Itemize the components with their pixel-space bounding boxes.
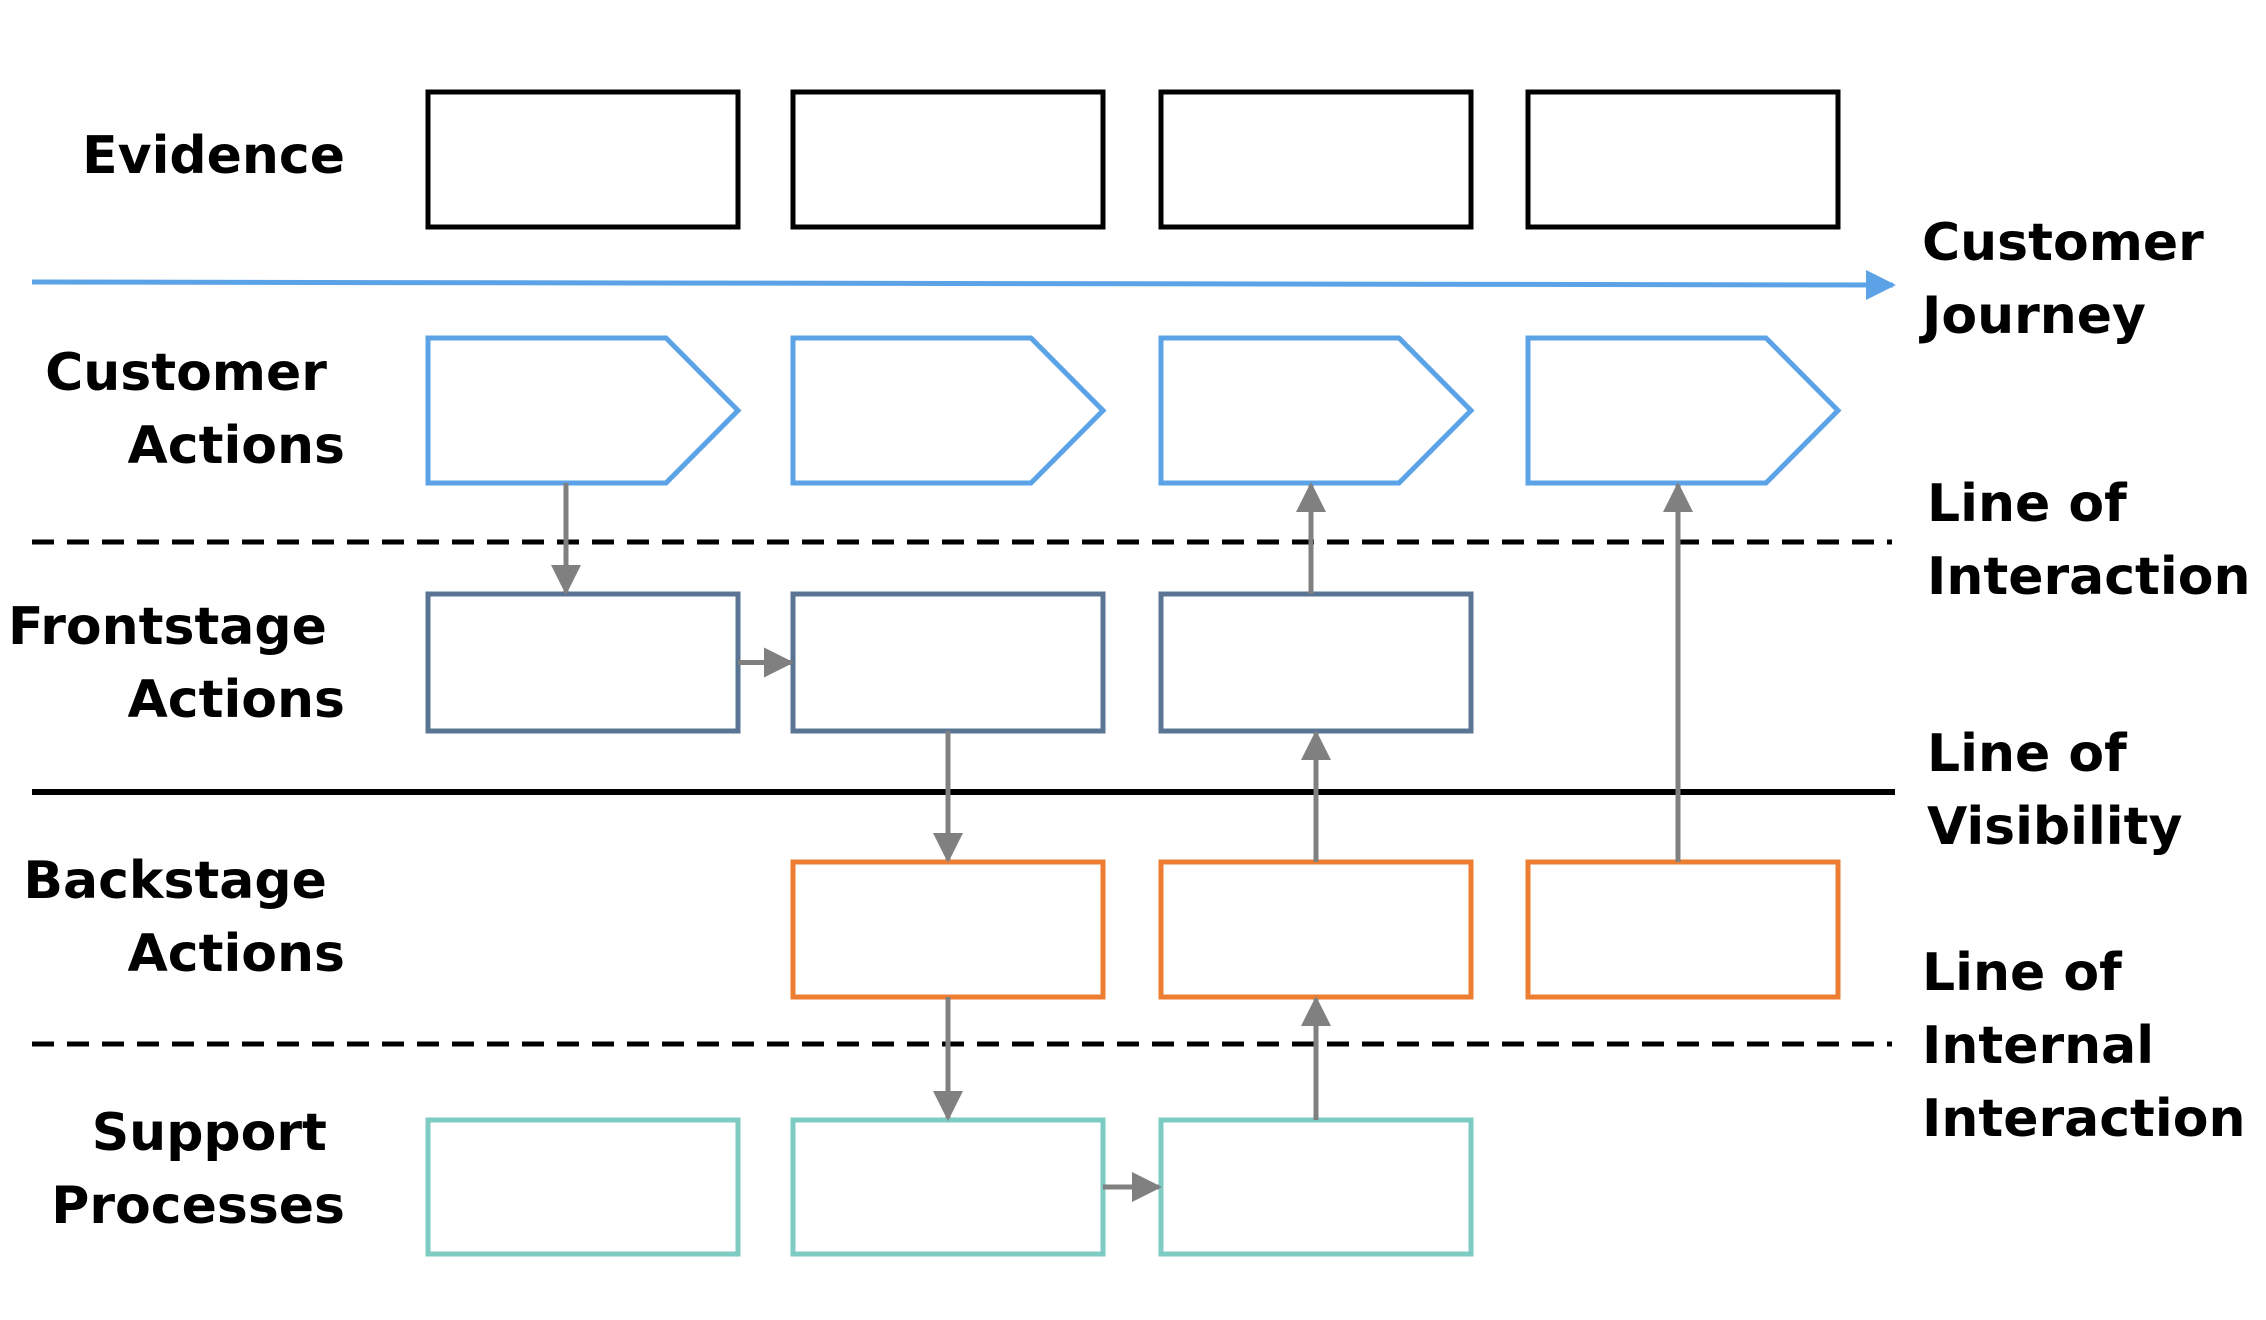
customer-journey-arrow: [31, 269, 1896, 300]
row-label-backstage-actions-line-2: Actions: [128, 924, 345, 984]
backstage-actions-box-2: [790, 859, 1106, 1000]
row-label-evidence: Evidence: [82, 126, 345, 186]
row-label-support-processes-line-1: Support: [92, 1103, 327, 1163]
row-label-customer-actions-line-1: Customer: [45, 343, 327, 403]
backstage-actions-box-4: [1525, 859, 1841, 1000]
row-label-frontstage-actions-line-1: Frontstage: [8, 597, 327, 657]
line-label-customer-journey-line-2: Journey: [1919, 286, 2146, 346]
line-label-line-of-internal-interaction-line-1: Line of: [1922, 943, 2123, 1003]
customer-actions-box-4: [1525, 335, 1842, 486]
row-label-frontstage-actions: Frontstage Actions: [8, 597, 345, 730]
customer-actions-box-3: [1158, 335, 1475, 486]
support-processes-box-3: [1158, 1117, 1474, 1257]
row-label-customer-actions-line-2: Actions: [128, 416, 345, 476]
line-label-line-of-interaction-line-2: Interaction: [1927, 547, 2250, 607]
row-label-support-processes: Support Processes: [51, 1103, 345, 1236]
row-label-frontstage-actions-line-2: Actions: [128, 670, 345, 730]
customer-actions-box-1: [425, 335, 742, 486]
row-label-customer-actions: Customer Actions: [45, 343, 345, 476]
line-label-line-of-interaction: Line of Interaction: [1927, 474, 2250, 607]
row-label-backstage-actions: Backstage Actions: [23, 851, 345, 984]
line-label-line-of-visibility-line-2: Visibility: [1927, 797, 2182, 857]
blueprint-connectors: [551, 482, 1693, 1202]
line-label-line-of-internal-interaction-line-2: Internal: [1922, 1016, 2154, 1076]
line-label-line-of-internal-interaction: Line of Internal Interaction: [1922, 943, 2245, 1149]
evidence-box-2: [790, 89, 1106, 230]
line-label-line-of-visibility: Line of Visibility: [1927, 724, 2182, 857]
blueprint-boxes: [425, 89, 1842, 1257]
frontstage-actions-box-2: [790, 591, 1106, 734]
evidence-box-4: [1525, 89, 1841, 230]
frontstage-actions-box-1: [425, 591, 741, 734]
backstage-actions-box-3: [1158, 859, 1474, 1000]
support-processes-box-2: [790, 1117, 1106, 1257]
line-label-line-of-interaction-line-1: Line of: [1927, 474, 2128, 534]
row-label-evidence-line-1: Evidence: [82, 126, 345, 186]
support-processes-box-1: [425, 1117, 741, 1257]
line-label-line-of-visibility-line-1: Line of: [1927, 724, 2128, 784]
evidence-box-3: [1158, 89, 1474, 230]
line-label-line-of-internal-interaction-line-3: Interaction: [1922, 1089, 2245, 1149]
frontstage-actions-box-3: [1158, 591, 1474, 734]
line-label-customer-journey-line-1: Customer: [1922, 213, 2204, 273]
row-label-support-processes-line-2: Processes: [51, 1176, 345, 1236]
line-label-customer-journey: Customer Journey: [1919, 213, 2222, 346]
customer-actions-box-2: [790, 335, 1107, 486]
row-label-backstage-actions-line-1: Backstage: [23, 851, 327, 911]
evidence-box-1: [425, 89, 741, 230]
